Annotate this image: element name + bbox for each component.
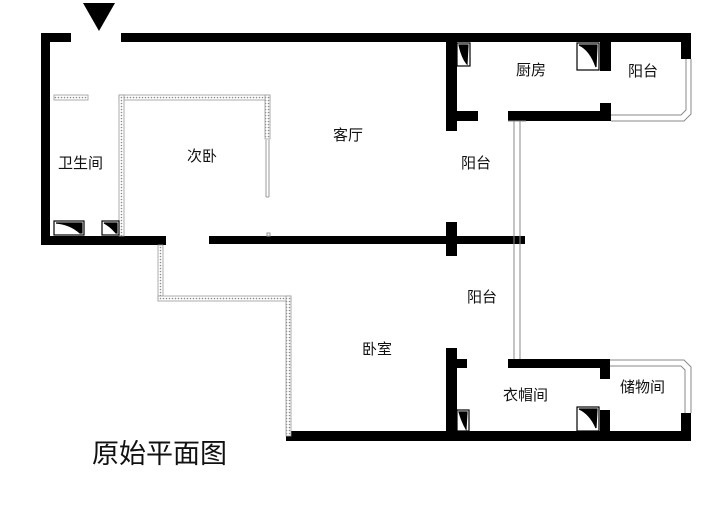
duct-fixture-icon <box>456 42 471 67</box>
room-label-balcony-kitchen: 阳台 <box>628 62 658 80</box>
room-label-bathroom: 卫生间 <box>58 154 103 172</box>
duct-fixture-icon <box>101 220 120 236</box>
walls <box>41 33 691 441</box>
room-labels: 卫生间 次卧 客厅 厨房 阳台 阳台 阳台 卧室 衣帽间 储物间 <box>58 61 665 404</box>
fixtures <box>53 42 600 432</box>
entrance-arrow-icon <box>83 3 115 31</box>
room-label-living-room: 客厅 <box>333 126 363 144</box>
duct-fixture-icon <box>53 220 85 236</box>
plan-title: 原始平面图 <box>92 439 227 470</box>
room-label-bedroom: 卧室 <box>362 340 392 358</box>
room-label-balcony-living: 阳台 <box>461 154 491 172</box>
duct-fixture-icon <box>576 42 600 71</box>
sliding-door <box>265 140 271 237</box>
room-label-second-bedroom: 次卧 <box>187 147 217 165</box>
partitions <box>53 94 292 437</box>
room-label-cloakroom: 衣帽间 <box>503 386 548 404</box>
room-label-storage: 储物间 <box>620 378 665 396</box>
room-label-kitchen: 厨房 <box>516 61 546 79</box>
duct-fixture-icon <box>576 406 600 432</box>
duct-fixture-icon <box>456 409 470 432</box>
room-label-balcony-bedroom: 阳台 <box>467 288 497 306</box>
windows <box>508 59 692 413</box>
